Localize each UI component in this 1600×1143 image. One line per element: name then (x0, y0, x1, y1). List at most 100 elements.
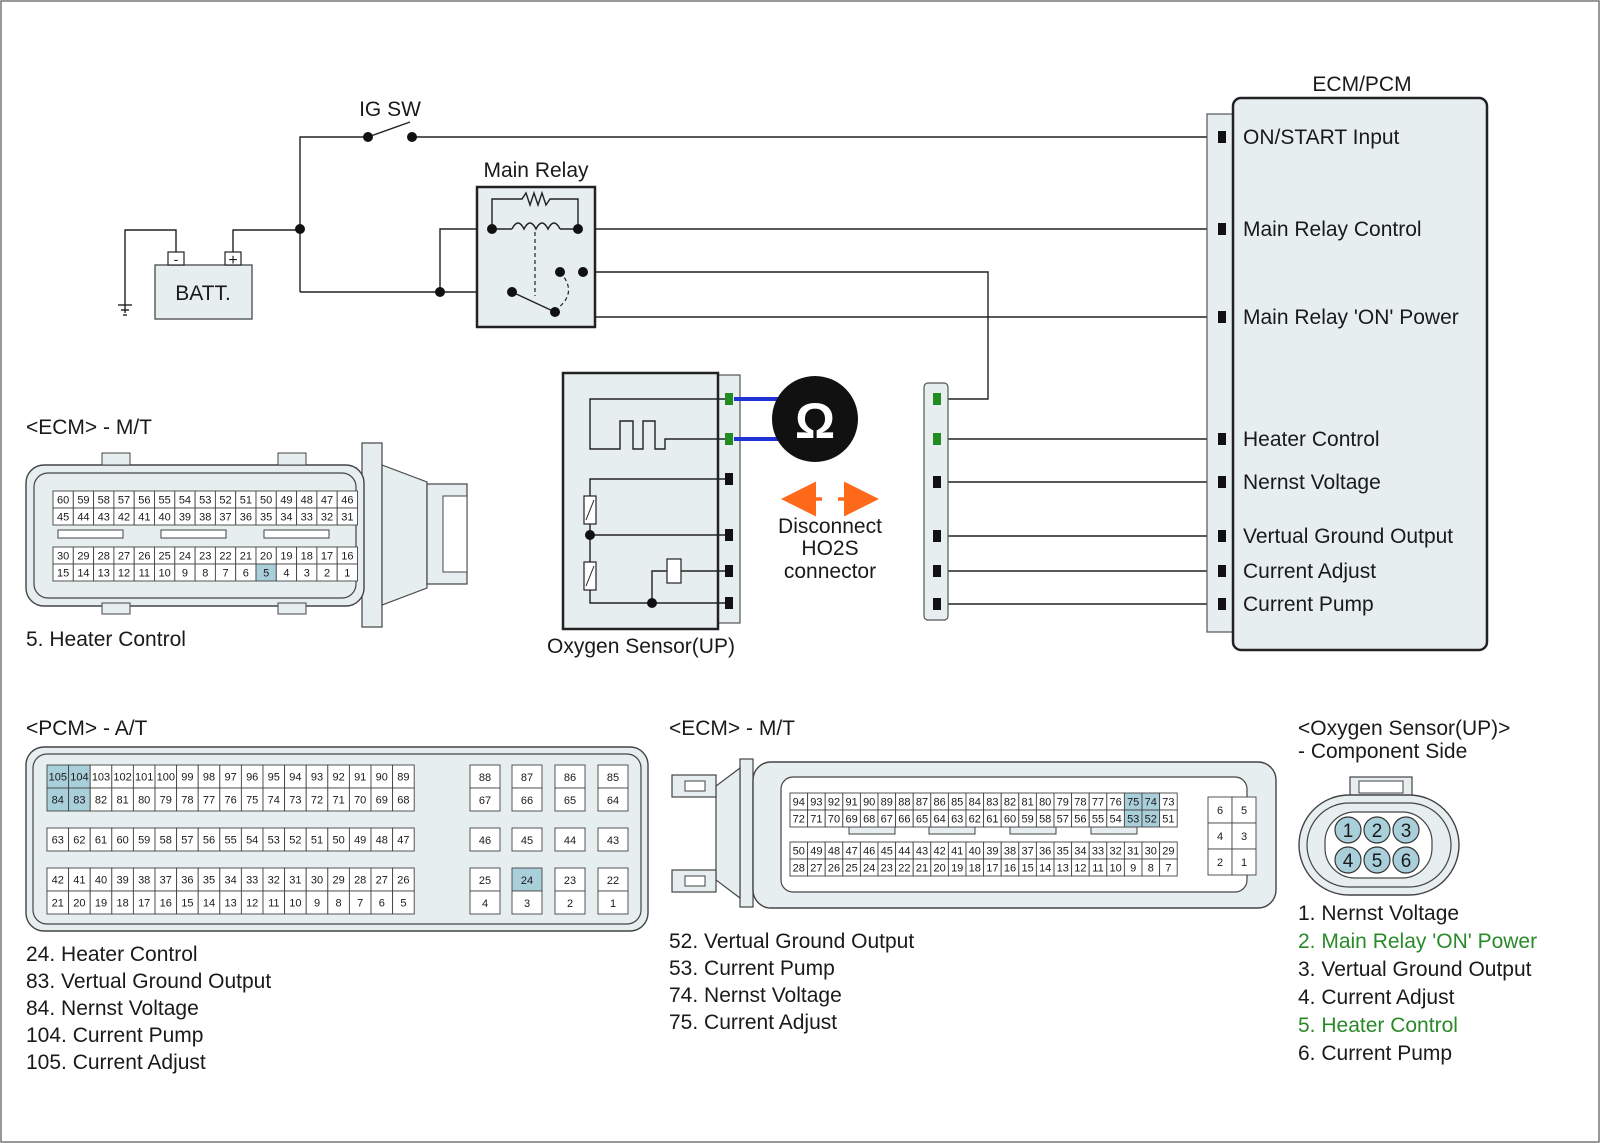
pin-number: 101 (135, 772, 153, 784)
pin-cell (511, 787, 543, 812)
pin-number: 20 (260, 551, 272, 563)
pin-cell (469, 827, 501, 852)
pin-cell (1207, 848, 1233, 876)
pin-number: 78 (181, 795, 193, 807)
pcm-at-legend: 24. Heater Control 83. Vertual Ground Ou… (26, 941, 271, 1076)
pin-number: 4 (482, 898, 488, 910)
pcm-legend-item: 84. Nernst Voltage (26, 997, 199, 1020)
ecm-input-label: Vertual Ground Output (1243, 525, 1453, 548)
pin-number: 7 (222, 568, 228, 580)
disconnect-line-1: Disconnect (778, 515, 882, 538)
pin-number: 40 (969, 846, 981, 858)
pin-number: 13 (224, 898, 236, 910)
pin-number: 63 (951, 814, 963, 826)
harness-terminal (933, 598, 941, 610)
pin-number: 56 (138, 495, 150, 507)
pin-number: 18 (969, 863, 981, 875)
pin-number: 7 (1165, 863, 1171, 875)
pin-number: 66 (898, 814, 910, 826)
o2-pin (1392, 846, 1420, 874)
sensor-terminal (725, 597, 733, 609)
pin-number: 102 (113, 772, 131, 784)
pin-cell (336, 507, 358, 526)
junction-dots (295, 132, 657, 608)
pin-number: 28 (793, 863, 805, 875)
pin-number: 78 (1074, 797, 1086, 809)
pin-cell (1231, 848, 1257, 876)
pin-number: 57 (181, 835, 193, 847)
pin-number: 20 (73, 898, 85, 910)
pin-number: 75 (1127, 797, 1139, 809)
pin-number: 38 (1004, 846, 1016, 858)
o2-component-legend: 1. Nernst Voltage 2. Main Relay 'ON' Pow… (1298, 900, 1537, 1068)
pin-number: 11 (139, 568, 150, 580)
pin-number: 60 (1004, 814, 1016, 826)
pin-number: 28 (98, 551, 110, 563)
junction-dot (578, 267, 588, 277)
pin-number: 30 (311, 875, 323, 887)
pin-number: 23 (199, 551, 211, 563)
pin-number: 84 (969, 797, 981, 809)
pin-number: 40 (159, 512, 171, 524)
pcm-legend-item: 24. Heater Control (26, 943, 198, 966)
pin-number: 38 (138, 875, 150, 887)
pin-number: 46 (479, 835, 491, 847)
pin-number: 8 (202, 568, 208, 580)
main-relay-label: Main Relay (483, 159, 589, 182)
pin-number: 16 (341, 551, 353, 563)
o2-legend-item: 6. Current Pump (1298, 1042, 1453, 1065)
ecm-large-legend-item: 74. Nernst Voltage (669, 984, 842, 1007)
ecm-input-label: Current Adjust (1243, 560, 1376, 583)
pin-number: 26 (397, 875, 409, 887)
pin-number: 46 (341, 495, 353, 507)
pin-number: 36 (1039, 846, 1051, 858)
pin-cell (469, 890, 501, 915)
pin-number: 32 (321, 512, 333, 524)
junction-dot (507, 287, 517, 297)
pin-number: 13 (98, 568, 110, 580)
pin-number: 25 (479, 875, 491, 887)
pin-number: 2 (1217, 857, 1223, 869)
pin-number: 10 (1109, 863, 1121, 875)
pin-number: 44 (898, 846, 910, 858)
pin-number: 74 (268, 795, 280, 807)
pin-number: 44 (77, 512, 89, 524)
pin-number: 58 (98, 495, 110, 507)
pin-number: 3 (304, 568, 310, 580)
pin-number: 12 (246, 898, 258, 910)
main-relay (475, 185, 597, 329)
pin-number: 49 (810, 846, 822, 858)
pin-number: 48 (376, 835, 388, 847)
pin-number: 94 (289, 772, 301, 784)
pin-number: 24 (179, 551, 191, 563)
pin-number: 21 (52, 898, 64, 910)
pin-number: 52 (289, 835, 301, 847)
pin-cell (392, 890, 415, 915)
pin-number: 42 (52, 875, 64, 887)
pin-number: 21 (240, 551, 252, 563)
pin-number: 64 (607, 795, 619, 807)
harness-terminal (933, 476, 941, 488)
pin-number: 61 (95, 835, 107, 847)
pin-number: 13 (1057, 863, 1069, 875)
o2-legend-item: 3. Vertual Ground Output (1298, 958, 1532, 981)
ecm-terminal (1218, 131, 1226, 143)
pin-number: 93 (810, 797, 822, 809)
pin-number: 26 (828, 863, 840, 875)
pin-number: 37 (1021, 846, 1033, 858)
junction-dot (647, 598, 657, 608)
pin-number: 65 (916, 814, 928, 826)
pin-number: 104 (70, 772, 88, 784)
pin-number: 41 (138, 512, 150, 524)
pin-number: 34 (224, 875, 236, 887)
pin-number: 28 (354, 875, 366, 887)
ecm-input-label: Heater Control (1243, 428, 1380, 451)
pin-number: 93 (311, 772, 323, 784)
o2-pin (1392, 816, 1420, 844)
harness-terminal (933, 530, 941, 542)
ecm-large-legend-item: 52. Vertual Ground Output (669, 930, 915, 953)
pin-number: 51 (311, 835, 323, 847)
